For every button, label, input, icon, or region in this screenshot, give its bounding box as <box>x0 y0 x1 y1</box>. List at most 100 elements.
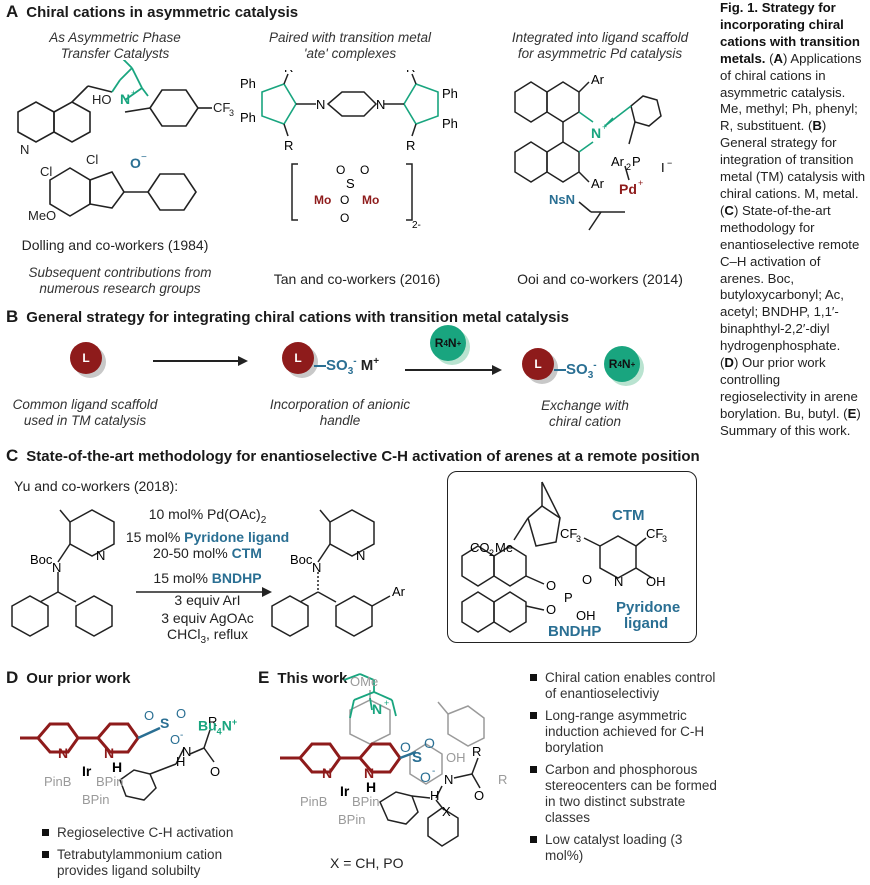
plus-sign: + <box>602 122 607 132</box>
panel-e-title-text: This work <box>277 670 348 687</box>
cf3-subscript: 3 <box>229 108 234 118</box>
condition-text: 20-50 mol% <box>153 544 232 561</box>
this-work-bullets: Chiral cation enables control of enantio… <box>528 670 718 870</box>
ar-label: Ar <box>591 176 605 191</box>
minus-sign: - <box>180 730 183 741</box>
heading-line: As Asymmetric Phase <box>49 30 181 45</box>
subscript: 3 <box>662 534 667 544</box>
panel-a-title-text: Chiral cations in asymmetric catalysis <box>26 4 299 21</box>
step1-caption: Common ligand scaffold used in TM cataly… <box>0 397 170 429</box>
step2-caption: Incorporation of anionic handle <box>255 397 425 429</box>
bpin-label: BPin <box>82 792 109 807</box>
ammonium-n-label: N <box>372 701 382 717</box>
n-label: N <box>322 765 332 781</box>
iodide-label: I <box>661 160 665 175</box>
condition-line: 3 equiv ArI <box>174 591 241 608</box>
cation-n: N <box>621 357 631 371</box>
cation-r: R <box>434 336 444 350</box>
o-label: O <box>582 572 592 587</box>
caption-line: Common ligand scaffold <box>12 397 158 412</box>
plus-sign: + <box>630 359 636 369</box>
n-label: N <box>104 745 114 761</box>
n-label: N <box>316 97 325 112</box>
imidazolinium-right <box>403 83 439 125</box>
figure-caption: Fig. 1. Strategy for incorporating chira… <box>720 0 866 438</box>
bullet-item: Carbon and phosphorous stereocenters can… <box>528 762 718 826</box>
piperazine-ring <box>326 91 378 117</box>
sulfonate-handle: SO3- <box>554 360 597 381</box>
bndhp-highlight: BNDHP <box>211 569 262 586</box>
arrow-2 <box>405 369 495 371</box>
ar-label: Ar <box>392 584 406 599</box>
panel-a-col2-heading: Paired with transition metal 'ate' compl… <box>255 30 445 62</box>
bu-text: Bu <box>198 717 217 734</box>
co2me-label: CO <box>470 540 490 555</box>
carbonyl-o-label: O <box>210 764 220 779</box>
heading-line: for asymmetric Pd catalysis <box>517 46 683 61</box>
subscript: 3 <box>200 634 206 646</box>
o-label: O <box>360 163 369 177</box>
note-line: numerous research groups <box>39 281 201 296</box>
panel-a-col3-heading: Integrated into ligand scaffold for asym… <box>500 30 700 62</box>
pyridone-label: Pyridone <box>616 599 680 616</box>
ligand-label: L <box>534 357 542 371</box>
plus-sign: + <box>638 178 643 188</box>
h-label: H <box>176 754 185 769</box>
sulfur-label: S <box>412 749 422 766</box>
ammonium-n-label: N <box>591 125 601 141</box>
o-label: O <box>340 193 349 207</box>
subscript: 3 <box>347 366 354 377</box>
plus-sign: + <box>373 356 380 367</box>
subscript: 2 <box>260 514 267 526</box>
plus-sign: + <box>456 338 462 348</box>
subscript: 3 <box>576 534 581 544</box>
p-label: P <box>632 154 641 169</box>
boc-label: Boc <box>290 552 313 567</box>
boc-label: Boc <box>30 552 53 567</box>
step3-caption: Exchange with chiral cation <box>520 398 650 430</box>
o-label: O <box>546 578 556 593</box>
cl-label: Cl <box>86 152 98 167</box>
co2me-label: Me <box>495 540 513 555</box>
reagent-structures: CTM CO 2 Me CF 3 CF 3 N OH O O P O OH BN… <box>461 481 680 640</box>
ir-label: Ir <box>340 783 350 799</box>
ligand-ball: L <box>282 342 314 374</box>
minus-sign: - <box>353 356 357 367</box>
subsequent-contributions-note: Subsequent contributions from numerous r… <box>10 265 230 297</box>
panel-d-title-text: Our prior work <box>26 670 131 687</box>
condition-line: 15 mol% BNDHP <box>120 570 295 586</box>
caption-label: A <box>773 50 784 66</box>
subscript: 4 <box>443 338 448 348</box>
ooi-credit: Ooi and co-workers (2014) <box>517 271 683 287</box>
plus-sign: + <box>384 698 389 708</box>
ph-label: Ph <box>442 116 458 131</box>
bullet-item: Chiral cation enables control of enantio… <box>528 670 718 702</box>
caption-line: handle <box>319 413 361 428</box>
cf3-aryl-ring <box>149 89 199 127</box>
carbonyl-o-label: O <box>474 788 484 803</box>
bullet-item: Low catalyst loading (3 mol%) <box>528 832 718 864</box>
bpin-label: BPin <box>352 794 379 809</box>
bullet-item: Long-range asymmetric induction achieved… <box>528 708 718 756</box>
arrow-1 <box>153 360 241 362</box>
x-label: X <box>442 804 451 819</box>
cation-n: N <box>447 336 457 350</box>
ctm-label: CTM <box>612 507 645 524</box>
mo-label: Mo <box>362 193 379 207</box>
minus-sign: - <box>432 766 435 777</box>
r-label: R <box>208 714 217 729</box>
tan-credit: Tan and co-workers (2016) <box>273 271 441 287</box>
bpin-label: BPin <box>338 812 365 827</box>
oh-label: OH <box>646 574 666 589</box>
plus-sign: + <box>231 717 238 727</box>
caption-label: D <box>724 355 734 371</box>
subscript: 2 <box>489 548 494 558</box>
quinoline-ring-b <box>53 101 91 143</box>
oh-label: OH <box>446 750 466 765</box>
reaction-conditions-bottom: 3 equiv AgOAc CHCl3, reflux <box>120 610 295 649</box>
